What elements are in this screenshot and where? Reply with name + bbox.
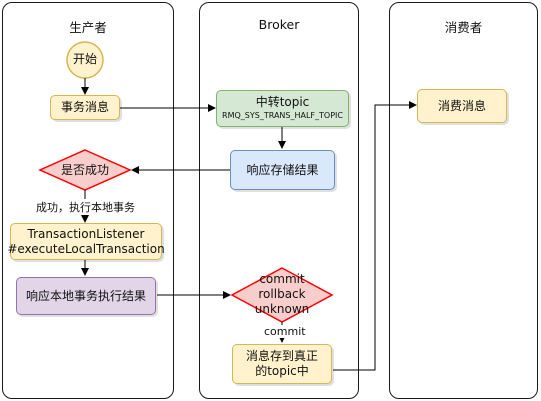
store-real-line2: 的topic中 [255, 364, 309, 378]
lane-producer-title: 生产者 [69, 20, 107, 35]
half-topic-text: RMQ_SYS_TRANS_HALF_TOPIC [222, 111, 343, 120]
state-rollback: rollback [258, 287, 306, 301]
lane-producer: 生产者 [2, 2, 174, 399]
consume-message-box: 消费消息 [417, 89, 507, 123]
state-unknown: unknown [254, 302, 310, 316]
success-edge-label: 成功，执行本地事务 [36, 199, 135, 215]
listener-line1: TransactionListener [27, 226, 145, 241]
lane-consumer-title: 消费者 [444, 20, 483, 35]
edge-storereal-to-consume [333, 101, 417, 371]
relay-topic-text: 中转topic [255, 95, 310, 109]
state-diamond-text: commit rollback unknown [242, 272, 322, 317]
relay-topic-box: 中转topic RMQ_SYS_TRANS_HALF_TOPIC [216, 90, 349, 127]
state-commit: commit [259, 272, 305, 286]
start-node: 开始 [72, 52, 97, 66]
listener-line2: #executeLocalTransaction [7, 241, 165, 256]
tx-message-text: 事务消息 [60, 100, 109, 114]
store-result-text: 响应存储结果 [246, 162, 319, 177]
store-result-box: 响应存储结果 [230, 150, 335, 190]
local-result-text: 响应本地事务执行结果 [25, 288, 146, 303]
consume-message-text: 消费消息 [437, 98, 486, 113]
store-real-line1: 消息存到真正 [245, 349, 318, 363]
tx-message-box: 事务消息 [50, 95, 120, 120]
local-result-box: 响应本地事务执行结果 [16, 277, 156, 315]
commit-edge-label: commit [264, 325, 306, 338]
store-real-topic-box: 消息存到真正 的topic中 [232, 344, 332, 384]
lane-broker: Broker [199, 2, 359, 399]
is-success-text: 是否成功 [60, 163, 109, 177]
transaction-listener-box: TransactionListener #executeLocalTransac… [7, 223, 165, 260]
lane-broker-title: Broker [258, 17, 300, 32]
lane-consumer: 消费者 [389, 2, 538, 399]
